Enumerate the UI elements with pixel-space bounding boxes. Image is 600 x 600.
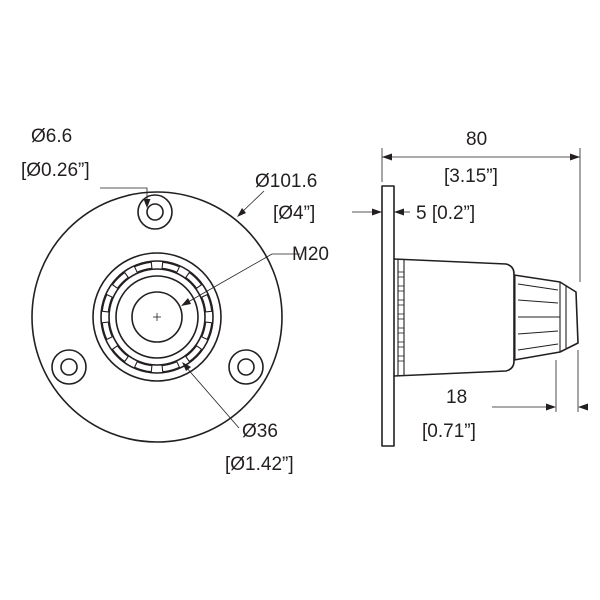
body-rib	[397, 341, 405, 348]
collar-finger	[201, 293, 213, 313]
side-view	[381, 185, 579, 447]
body-rib	[397, 327, 405, 334]
label-length-in: [3.15”]	[444, 166, 498, 187]
body-rib	[397, 355, 405, 362]
label-flange-thickness: 5 [0.2”]	[416, 203, 475, 224]
collar-finger	[101, 293, 113, 313]
nose-fingers	[517, 283, 560, 351]
body-rib	[397, 285, 405, 292]
collar-finger	[133, 361, 153, 373]
label-hole-dia-in: [Ø0.26”]	[21, 160, 90, 181]
front-view	[31, 191, 283, 443]
mounting-hole-left	[51, 349, 87, 385]
collar-fingers	[101, 261, 213, 373]
nose-finger	[517, 330, 559, 335]
collar-finger	[111, 345, 129, 363]
label-collar-dia-in: [Ø1.42”]	[225, 454, 294, 475]
leader-outer	[239, 190, 265, 215]
collar-finger	[133, 261, 153, 273]
mounting-hole-right	[228, 349, 264, 385]
threaded-bore	[131, 291, 183, 343]
label-nose-mm: 18	[446, 387, 467, 408]
leader-thread	[187, 253, 300, 303]
label-collar-dia-mm: Ø36	[242, 421, 278, 442]
side-body	[393, 258, 515, 377]
label-outer-dia-in: [Ø4”]	[273, 203, 315, 224]
labels: Ø6.6 [Ø0.26”] Ø101.6 [Ø4”] M20 Ø36 [Ø1.4…	[21, 126, 498, 475]
dimensions	[100, 148, 588, 429]
label-outer-dia-mm: Ø101.6	[255, 171, 317, 192]
label-hole-dia-mm: Ø6.6	[31, 126, 72, 147]
label-nose-in: [0.71”]	[422, 421, 476, 442]
collar-finger	[101, 321, 113, 341]
body-ribs	[397, 271, 405, 362]
mounting-hole-top	[137, 194, 173, 230]
body-rib	[397, 313, 405, 320]
collar-finger	[185, 345, 203, 363]
side-nose	[513, 274, 579, 361]
side-flange	[381, 185, 395, 447]
socket-collar	[92, 252, 222, 382]
collar-finger	[161, 261, 181, 273]
collar-finger	[161, 361, 181, 373]
flange-outline	[31, 191, 283, 443]
leader-collar	[185, 366, 240, 429]
body-rib	[397, 271, 405, 278]
nose-finger	[517, 299, 559, 304]
label-length-mm: 80	[466, 129, 487, 150]
dim-overall-length	[381, 148, 581, 282]
collar-finger	[111, 271, 129, 289]
dim-flange-thickness	[352, 208, 410, 216]
collar-finger	[201, 321, 213, 341]
nose-finger	[517, 283, 559, 291]
nose-finger	[517, 343, 559, 351]
leader-hole	[100, 187, 148, 204]
body-rib	[397, 299, 405, 306]
label-thread: M20	[292, 244, 329, 265]
collar-finger	[185, 271, 203, 289]
dim-nose-length	[492, 350, 588, 412]
